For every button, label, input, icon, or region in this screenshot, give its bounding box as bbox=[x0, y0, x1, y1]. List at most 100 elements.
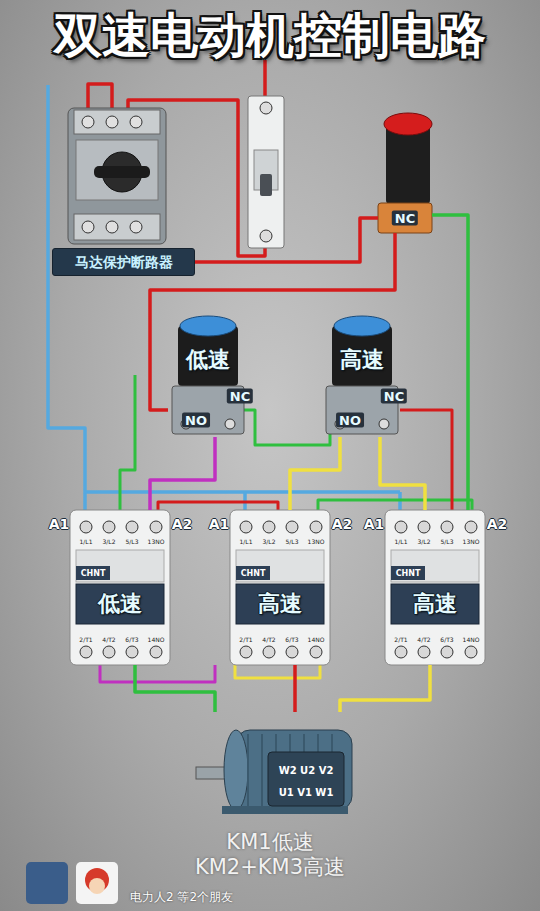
terminal-screw bbox=[286, 521, 298, 533]
low-speed-button: 低速NCNO bbox=[168, 312, 248, 437]
terminal-label: 13NO bbox=[148, 538, 165, 545]
terminal-screw bbox=[80, 521, 92, 533]
brand-label: CHNT bbox=[396, 569, 421, 578]
node-text: 低速 bbox=[186, 345, 230, 375]
terminal-screw bbox=[150, 646, 162, 658]
rotary-handle bbox=[94, 166, 150, 178]
wire-connector bbox=[432, 215, 468, 510]
coil-wire bbox=[85, 490, 400, 494]
terminal-label: 2/T1 bbox=[394, 636, 407, 643]
mode-panel bbox=[76, 584, 164, 624]
mcb-body bbox=[248, 96, 284, 248]
brand-label: CHNT bbox=[241, 569, 266, 578]
terminal-label: 14NO bbox=[148, 636, 165, 643]
terminal-screw bbox=[395, 521, 407, 533]
coil-terminal-label: A1 bbox=[49, 516, 70, 532]
terminal-label: 3/L2 bbox=[103, 538, 116, 545]
mcb-toggle bbox=[260, 174, 272, 196]
brand-plate bbox=[76, 566, 110, 580]
watermark: 电力人2 等2个朋友 bbox=[130, 889, 233, 906]
terminal-label: 3/L2 bbox=[263, 538, 276, 545]
terminal-label: 1/L1 bbox=[80, 538, 93, 545]
terminal-screw bbox=[240, 646, 252, 658]
terminal-label: 6/T3 bbox=[125, 636, 138, 643]
terminal-screw bbox=[126, 646, 138, 658]
node-text: NC bbox=[392, 211, 418, 226]
watermark-avatar bbox=[76, 862, 118, 904]
contactor-body bbox=[70, 510, 170, 665]
coil-terminal-label: A1 bbox=[364, 516, 385, 532]
button-cap bbox=[180, 316, 236, 336]
coil-terminal-label: A2 bbox=[487, 516, 508, 532]
terminal-label: 1/L1 bbox=[395, 538, 408, 545]
watermark-avatar bbox=[89, 878, 105, 894]
wire-connector bbox=[290, 437, 340, 510]
terminal-label: 4/T2 bbox=[262, 636, 275, 643]
terminal-screw bbox=[263, 646, 275, 658]
node-text: NC bbox=[381, 389, 407, 404]
node-text: NC bbox=[227, 389, 253, 404]
terminal-screw bbox=[465, 646, 477, 658]
terminal-screw bbox=[418, 646, 430, 658]
terminal-screw bbox=[103, 521, 115, 533]
breaker-face bbox=[76, 140, 158, 200]
breaker-body bbox=[68, 108, 166, 244]
terminal-screw bbox=[260, 230, 272, 242]
breaker-label: 马达保护断路器 bbox=[52, 248, 195, 276]
terminal-label: 13NO bbox=[463, 538, 480, 545]
wire-connector bbox=[380, 437, 425, 510]
terminal-label: 5/L3 bbox=[126, 538, 139, 545]
contact-block bbox=[378, 203, 432, 233]
contactor-face bbox=[391, 550, 479, 582]
terminal-box bbox=[268, 752, 344, 806]
wire-connector bbox=[340, 665, 430, 712]
coil-terminal-label: A1 bbox=[209, 516, 230, 532]
terminal-label: 2/T1 bbox=[239, 636, 252, 643]
brand-plate bbox=[391, 566, 425, 580]
high-speed-button: 高速NCNO bbox=[322, 312, 402, 437]
interlock-wire bbox=[240, 410, 330, 445]
terminal-screw bbox=[441, 521, 453, 533]
motor: W2 U2 V2U1 V1 W1 bbox=[195, 712, 355, 817]
contactor-body bbox=[230, 510, 330, 665]
node-text: 马达保护断路器 bbox=[75, 254, 173, 272]
mode-panel bbox=[391, 584, 479, 624]
motor-foot bbox=[222, 806, 348, 814]
coil-terminal-label: A2 bbox=[332, 516, 353, 532]
coil-wire bbox=[398, 492, 402, 512]
terminal-screw bbox=[395, 646, 407, 658]
terminal-label: 6/T3 bbox=[440, 636, 453, 643]
terminal-screw bbox=[286, 646, 298, 658]
terminal-screw bbox=[263, 521, 275, 533]
terminal-label: 14NO bbox=[308, 636, 325, 643]
node-text: 低速 bbox=[98, 589, 142, 619]
terminal-label: 3/L2 bbox=[418, 538, 431, 545]
terminal-label: 14NO bbox=[463, 636, 480, 643]
brand-label: CHNT bbox=[81, 569, 106, 578]
interlock-wire bbox=[120, 375, 135, 512]
terminal-screw bbox=[130, 116, 142, 128]
terminal-screw bbox=[310, 521, 322, 533]
motor-fin bbox=[247, 734, 249, 806]
node-text: 高速 bbox=[258, 589, 302, 619]
button-cap bbox=[334, 316, 390, 336]
supply-wire bbox=[263, 60, 267, 97]
terminal-label: 2/T1 bbox=[79, 636, 92, 643]
terminal-screw bbox=[126, 521, 138, 533]
terminal-label: 4/T2 bbox=[417, 636, 430, 643]
watermark-icon bbox=[26, 862, 68, 904]
contactor-face bbox=[76, 550, 164, 582]
terminal-screw bbox=[106, 116, 118, 128]
terminal-label: 13NO bbox=[308, 538, 325, 545]
stop-button-cap bbox=[384, 113, 432, 135]
motor-fin bbox=[261, 734, 263, 806]
terminal-label: 5/L3 bbox=[441, 538, 454, 545]
terminal-label: 5/L3 bbox=[286, 538, 299, 545]
aux-wire bbox=[100, 665, 215, 682]
wire-connector bbox=[195, 218, 378, 262]
terminal-screw bbox=[310, 646, 322, 658]
node-text: NO bbox=[336, 413, 364, 428]
terminal-screw bbox=[130, 221, 142, 233]
